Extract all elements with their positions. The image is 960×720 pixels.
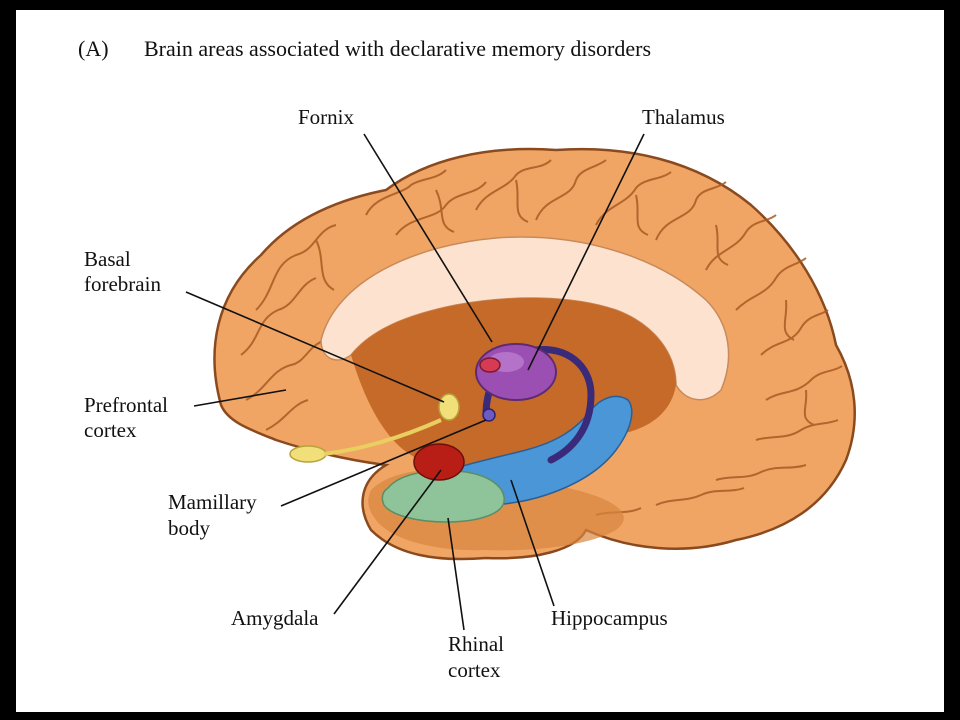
fornix-leader (363, 133, 493, 343)
prefrontal-leader (193, 389, 287, 407)
panel-letter: (A) (78, 36, 109, 61)
label-fornix: Fornix (298, 105, 355, 129)
gyri-lines (240, 159, 843, 516)
olfactory-tract (323, 418, 442, 456)
mamillary-body-structure (479, 357, 501, 373)
brain-diagram (185, 133, 856, 631)
label-rhinal-line2: cortex (448, 658, 501, 682)
rhinal-leader (447, 517, 465, 631)
basal-forebrain-structure (438, 393, 460, 421)
label-hippocampus: Hippocampus (551, 606, 668, 630)
label-rhinal-line1: Rhinal (448, 632, 504, 656)
thalamus-leader (527, 133, 645, 371)
label-prefrontal-line1: Prefrontal (84, 393, 168, 417)
label-basal-forebrain-line1: Basal (84, 247, 131, 271)
basal-forebrain-leader (185, 291, 445, 403)
amygdala-structure (413, 443, 465, 481)
label-mamillary-line2: body (168, 516, 210, 540)
label-thalamus: Thalamus (642, 105, 725, 129)
figure-panel: (A) Brain areas associated with declarat… (16, 10, 944, 712)
fornix-node (482, 408, 496, 422)
label-amygdala: Amygdala (231, 606, 319, 630)
label-mamillary-line1: Mamillary (168, 490, 257, 514)
olfactory-bulb (289, 445, 327, 463)
hippocampus-leader (510, 479, 555, 607)
amygdala-leader (333, 469, 442, 615)
mamillary-leader (280, 419, 487, 507)
leader-lines (185, 133, 645, 631)
figure-title: Brain areas associated with declarative … (144, 36, 652, 61)
label-basal-forebrain-line2: forebrain (84, 272, 161, 296)
label-prefrontal-line2: cortex (84, 418, 137, 442)
